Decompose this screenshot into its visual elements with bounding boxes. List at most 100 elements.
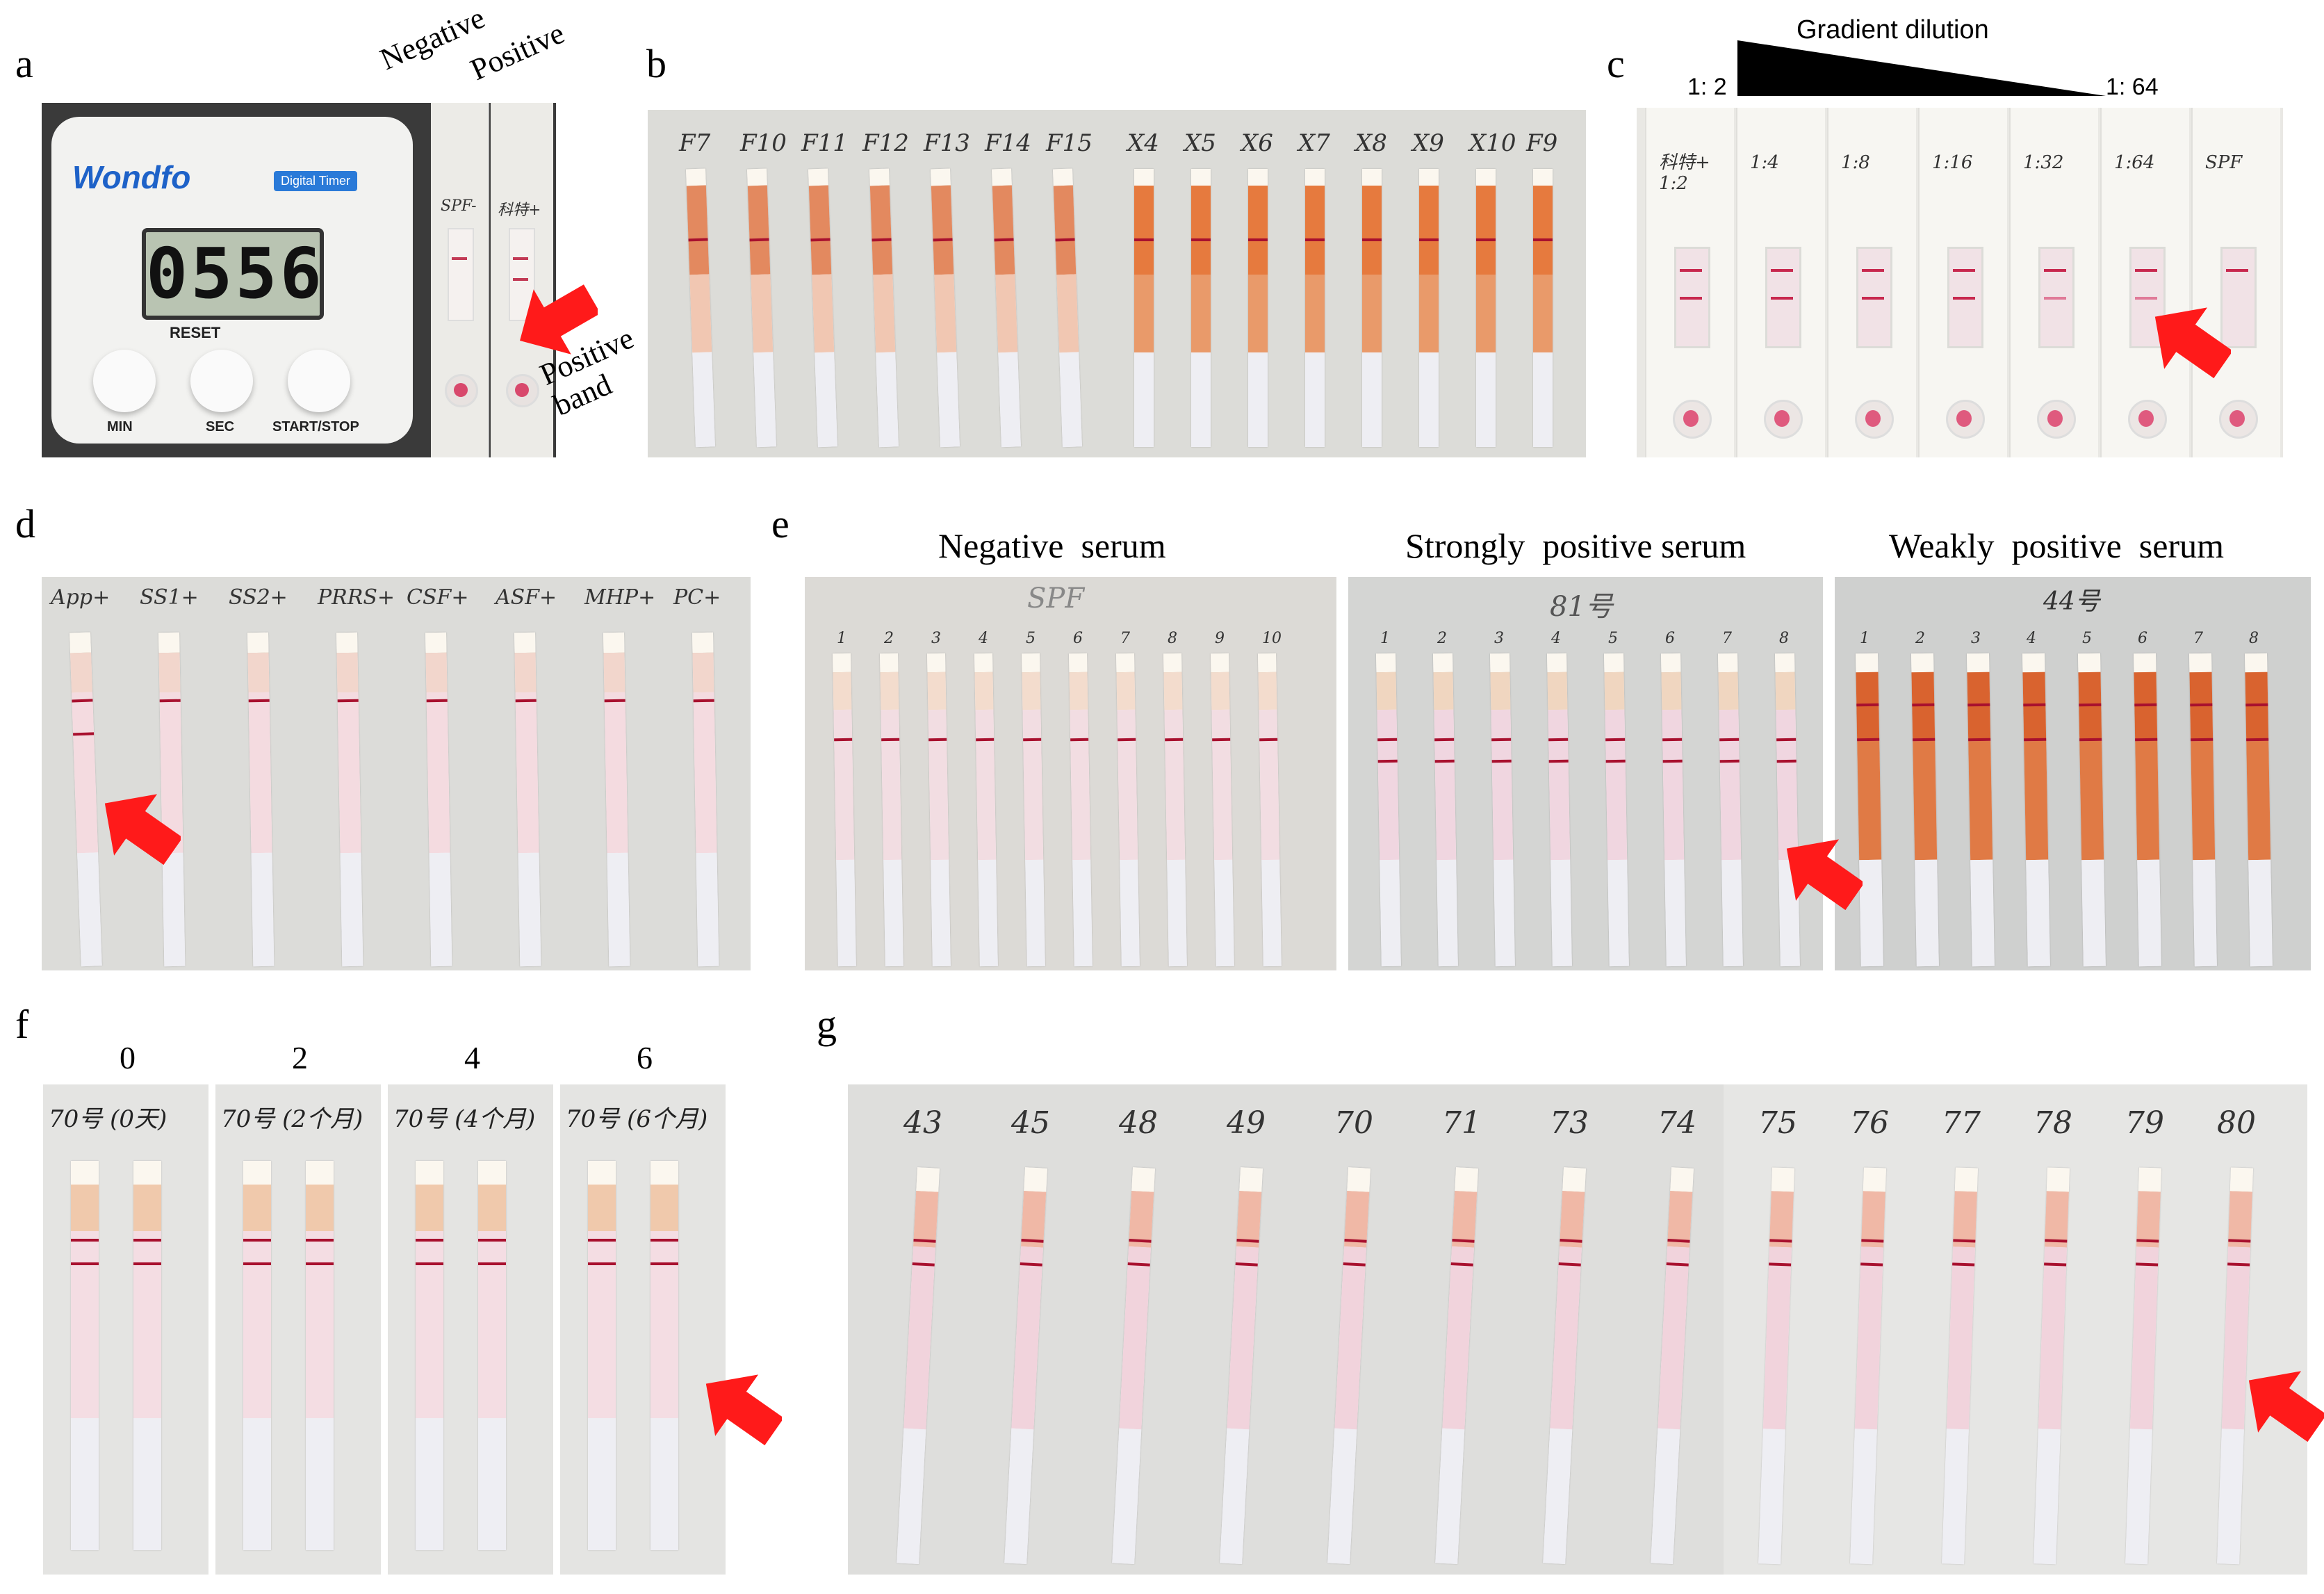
- strip-handle: [1134, 169, 1154, 187]
- test-strip: [869, 168, 899, 448]
- strip-handle: [1163, 653, 1182, 674]
- test-strip: [2189, 653, 2217, 967]
- result-band: [2135, 297, 2157, 300]
- strip-handle: [1191, 169, 1211, 187]
- strip-membrane: [604, 692, 628, 853]
- strip-band: [1491, 738, 1512, 741]
- strip-label: 1: [1380, 630, 1390, 647]
- strip-band: [2079, 703, 2102, 707]
- strip-handle: [2134, 653, 2157, 674]
- sample-well: [1673, 400, 1712, 439]
- strip-handle: [1455, 1167, 1478, 1194]
- strip-handle: [686, 168, 706, 188]
- strip-handle: [425, 632, 447, 655]
- gradient-title: Gradient dilution: [1797, 15, 1989, 44]
- strip-handle: [1967, 653, 1990, 674]
- strip-absorbent: [836, 859, 856, 967]
- result-band: [1771, 269, 1793, 272]
- strip-pad: [1211, 672, 1230, 710]
- strip-handle: [974, 653, 993, 674]
- sample-dot: [1956, 410, 1972, 427]
- strip-pad: [1134, 186, 1154, 275]
- strip-label: 6: [1665, 630, 1675, 647]
- timer-display: 0556: [142, 228, 324, 320]
- strip-absorbent: [931, 859, 951, 967]
- strip-handle: [1239, 1167, 1263, 1194]
- strip-membrane: [1305, 275, 1325, 352]
- sec-button-label: SEC: [206, 419, 235, 434]
- strip-label: PC+: [673, 585, 721, 610]
- strip-handle: [1476, 169, 1496, 187]
- strip-absorbent: [1533, 352, 1553, 447]
- test-band: [513, 278, 528, 281]
- strip-pad: [1911, 672, 1936, 742]
- card-label-positive: 科特+: [498, 202, 541, 219]
- sample-dot: [1774, 410, 1790, 427]
- test-strip: [588, 1161, 616, 1550]
- test-strip: [1547, 653, 1572, 967]
- sample-well: [445, 374, 478, 407]
- test-strip: [1004, 1167, 1047, 1565]
- strip-handle: [1347, 1167, 1370, 1194]
- test-strip: [71, 1161, 99, 1550]
- strip-membrane: [1913, 740, 1938, 861]
- strip-handle: [1911, 653, 1934, 674]
- strip-pad: [2189, 672, 2213, 742]
- card-label: 1:4: [1750, 152, 1779, 173]
- strip-absorbent: [1059, 352, 1082, 448]
- sec-button[interactable]: [190, 350, 253, 412]
- strip-pad: [747, 185, 771, 275]
- test-card: 1:4: [1736, 108, 1825, 457]
- strip-pad: [1053, 185, 1077, 275]
- strip-band: [1605, 738, 1626, 741]
- strip-handle: [243, 1161, 271, 1186]
- result-band: [1862, 269, 1884, 272]
- strip-label: 48: [1119, 1105, 1158, 1141]
- strip-pad: [1362, 186, 1382, 275]
- strip-absorbent: [2034, 1429, 2061, 1565]
- strip-membrane: [2079, 740, 2104, 861]
- strip-pad: [1490, 672, 1511, 710]
- strip-pad: [1248, 186, 1268, 275]
- strip-handle: [2229, 1167, 2253, 1194]
- strip-membrane: [1070, 709, 1091, 861]
- strip-label: 10: [1262, 630, 1282, 647]
- strip-band: [1476, 238, 1496, 241]
- strip-handle: [2046, 1167, 2070, 1194]
- strip-pad: [869, 185, 893, 275]
- start-stop-button[interactable]: [288, 350, 350, 412]
- result-band: [1680, 269, 1702, 272]
- test-strip: [1211, 653, 1234, 967]
- strip-membrane: [1658, 1246, 1690, 1430]
- strip-label: F13: [924, 129, 970, 157]
- strip-band: [515, 699, 537, 703]
- strip-band: [928, 738, 947, 741]
- arrow-icon: [104, 794, 181, 865]
- strip-label: ASF+: [496, 585, 557, 610]
- strip-membrane: [1117, 709, 1138, 861]
- strip-membrane: [426, 692, 450, 853]
- strip-band: [604, 699, 625, 703]
- arrow-icon: [2248, 1371, 2324, 1442]
- strip-handle: [1433, 653, 1453, 674]
- strip-handle: [931, 168, 951, 188]
- strip-absorbent: [1494, 859, 1515, 967]
- strip-band: [1776, 738, 1797, 741]
- strip-pad: [974, 672, 994, 710]
- strip-label: F15: [1046, 129, 1093, 157]
- strip-handle: [71, 1161, 99, 1186]
- strip-pad: [992, 185, 1015, 275]
- min-button[interactable]: [93, 350, 156, 412]
- strip-band: [1419, 238, 1439, 241]
- strip-absorbent: [518, 852, 541, 967]
- strip-label: 77: [1942, 1105, 1981, 1141]
- strip-pad: [243, 1184, 271, 1231]
- strip-label: X4: [1127, 129, 1159, 157]
- strip-absorbent: [340, 852, 363, 967]
- strip-handle: [650, 1161, 678, 1186]
- strip-membrane: [934, 274, 957, 353]
- strip-handle: [1604, 653, 1624, 674]
- strip-band: [1434, 738, 1455, 741]
